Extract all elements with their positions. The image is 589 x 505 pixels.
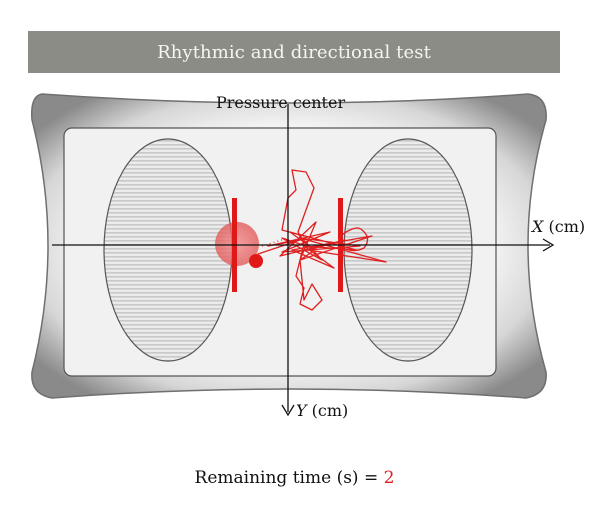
right-foot-pad bbox=[343, 138, 473, 362]
y-axis-label: Y (cm) bbox=[296, 401, 348, 420]
y-axis-arrowhead bbox=[281, 404, 295, 417]
pressure-trace bbox=[257, 169, 387, 311]
title-bar: Rhythmic and directional test bbox=[28, 31, 560, 73]
left-foot-pad bbox=[103, 138, 233, 362]
pressure-cursor bbox=[249, 254, 263, 268]
x-axis-unit: (cm) bbox=[548, 217, 586, 236]
remaining-time-value: 2 bbox=[383, 468, 395, 488]
y-axis-variable: Y bbox=[296, 401, 307, 420]
x-axis-variable: X bbox=[532, 217, 544, 236]
pressure-center-label: Pressure center bbox=[216, 93, 345, 112]
remaining-time-label: Remaining time (s) = bbox=[194, 468, 379, 488]
pressure-trace-loop bbox=[338, 227, 369, 252]
y-axis-unit: (cm) bbox=[311, 401, 349, 420]
remaining-time-readout: Remaining time (s) = 2 bbox=[0, 468, 589, 488]
x-axis-arrowhead bbox=[542, 238, 555, 252]
screen-title: Rhythmic and directional test bbox=[157, 41, 431, 63]
x-axis-label: X (cm) bbox=[532, 217, 585, 236]
pressure-center-text: Pressure center bbox=[216, 93, 346, 112]
